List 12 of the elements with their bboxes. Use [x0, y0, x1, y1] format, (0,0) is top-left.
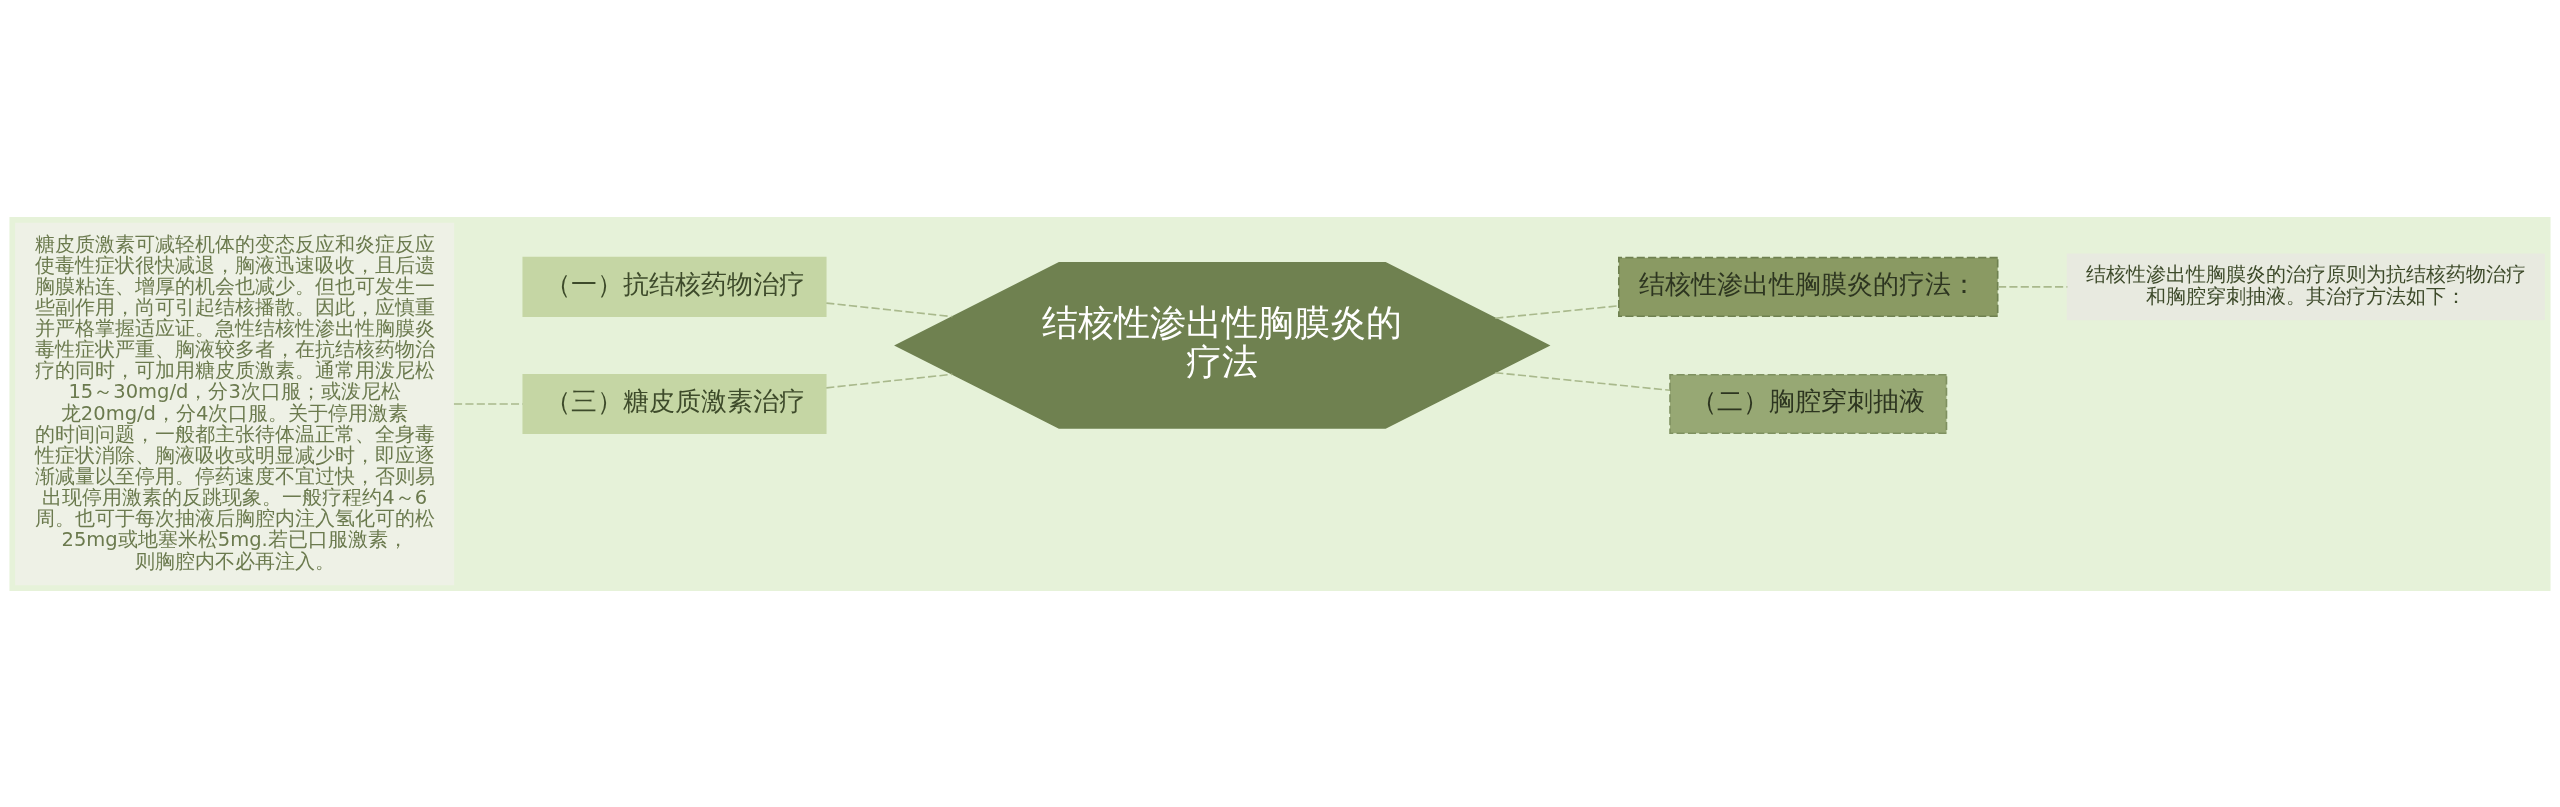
connector: [825, 301, 954, 317]
connector: [1494, 371, 1671, 391]
node-box: （二）胸腔穿刺抽液: [1669, 373, 1948, 434]
node-box: 糖皮质激素可减轻机体的变态反应和炎症反应使毒性症状很快减退，胸液迅速吸收，且后遗胸膜粘连、增厚的机会也减少。但也可发生一些副作用，尚可引起结核播散。因此，应慎重并严格掌握适应证。急性结核性渗出性胸膜炎毒性症状严重、胸液较多者，在抗结核药物治疗的同时，可加用糖皮质激素。通常用泼尼松15～30mg/d，分3次口服；或泼尼松龙20mg/d，分4次口服。关于停用激素的时间问题，一般都主张待体温正常、全身毒性症状消除、胸液吸收或明显减少时，即应逐渐减量以至停用。停药速度不宜过快，否则易出现停用激素的反跳现象。一般疗程约4～6周。也可于每次抽液后胸腔内注入氢化可的松25mg或地塞米松5mg.若已口服激素，则胸腔内不必再注入。: [15, 222, 455, 585]
connector: [825, 373, 954, 389]
node-box: 结核性渗出性胸膜炎的疗法：: [1618, 256, 1999, 317]
connector: [1494, 304, 1620, 319]
node-box: 结核性渗出性胸膜炎的治疗原则为抗结核药物治疗和胸腔穿刺抽液。其治疗方法如下：: [2066, 253, 2545, 320]
node-box: （一）抗结核药物治疗: [522, 256, 827, 317]
connector: [453, 402, 524, 405]
node-box: （三）糖皮质激素治疗: [522, 373, 827, 434]
connector: [1997, 285, 2069, 288]
